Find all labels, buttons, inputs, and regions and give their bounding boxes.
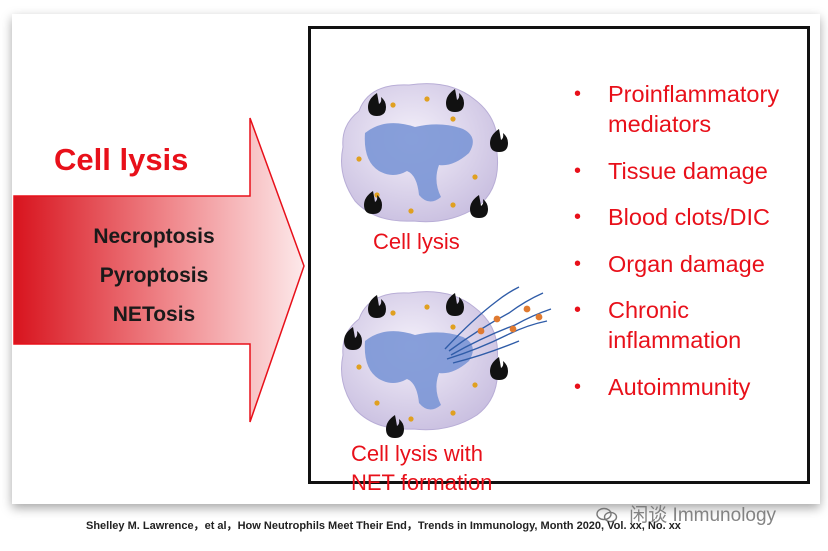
bullet: • — [574, 159, 582, 182]
effect-line: Chronic — [608, 297, 689, 323]
granules — [356, 96, 478, 214]
net-fibers — [444, 286, 552, 364]
bullet: • — [574, 299, 582, 321]
top-cell-caption: Cell lysis — [373, 229, 460, 254]
bullet: • — [574, 252, 582, 275]
effect-item: • Proinflammatory mediators — [565, 79, 805, 139]
mechanism-item: Pyroptosis — [99, 264, 209, 287]
effect-item: • Chronic inflammation — [565, 295, 805, 355]
effect-line: mediators — [608, 111, 712, 137]
flame-icon — [446, 293, 464, 316]
effect-line: inflammation — [608, 327, 742, 353]
flame-icon — [386, 415, 404, 438]
mechanism-list: Necroptosis Pyroptosis NETosis — [44, 217, 264, 334]
bullet: • — [574, 375, 582, 398]
effect-item: • Organ damage — [565, 249, 805, 279]
fire-icons — [344, 293, 508, 438]
fire-icons — [364, 89, 508, 218]
arrow-title: Cell lysis — [54, 142, 189, 177]
net-granules — [477, 305, 543, 335]
mechanism-item: Necroptosis — [93, 225, 215, 248]
lysed-cell-illustration — [341, 83, 508, 223]
effect-line: Proinflammatory — [608, 81, 780, 107]
effect-item: • Blood clots/DIC — [565, 202, 805, 232]
citation: Shelley M. Lawrence，et al，How Neutrophil… — [86, 520, 681, 532]
arrow-shape — [13, 117, 305, 423]
mechanism-item: NETosis — [112, 303, 196, 326]
flame-icon — [490, 129, 508, 152]
flame-icon — [364, 191, 382, 214]
cell-nucleus — [364, 331, 473, 410]
flame-icon — [344, 327, 362, 350]
bullet: • — [574, 83, 582, 105]
flame-icon — [446, 89, 464, 112]
effect-line: Organ damage — [608, 250, 765, 277]
net-cell-illustration — [341, 286, 552, 438]
bottom-cell-caption: Cell lysis with NET formation — [351, 439, 492, 497]
slide: Cell lysis Necroptosis Pyroptosis NETosi… — [12, 14, 820, 504]
flame-icon — [368, 93, 386, 116]
arrow-graphic — [13, 117, 305, 423]
cell-nucleus — [364, 123, 473, 202]
flame-icon — [470, 195, 488, 218]
flame-icon — [490, 357, 508, 380]
bullet: • — [574, 206, 582, 228]
wechat-icon — [596, 507, 618, 523]
effect-line: Tissue damage — [608, 157, 768, 184]
effect-line: Blood clots/DIC — [608, 204, 770, 230]
watermark: 闲谈 Immunology — [596, 500, 776, 527]
effect-line: Autoimmunity — [608, 373, 751, 400]
effect-item: • Autoimmunity — [565, 372, 805, 402]
flame-icon — [368, 295, 386, 318]
bottom-caption-line: NET formation — [351, 470, 493, 495]
outcomes-panel: Cell lysis — [308, 26, 810, 495]
effect-item: • Tissue damage — [565, 156, 805, 186]
watermark-text: 闲谈 Immunology — [629, 505, 777, 526]
granules — [356, 304, 478, 422]
effects-list: • Proinflammatory mediators • Tissue dam… — [565, 79, 805, 418]
bottom-caption-line: Cell lysis with — [351, 441, 484, 466]
